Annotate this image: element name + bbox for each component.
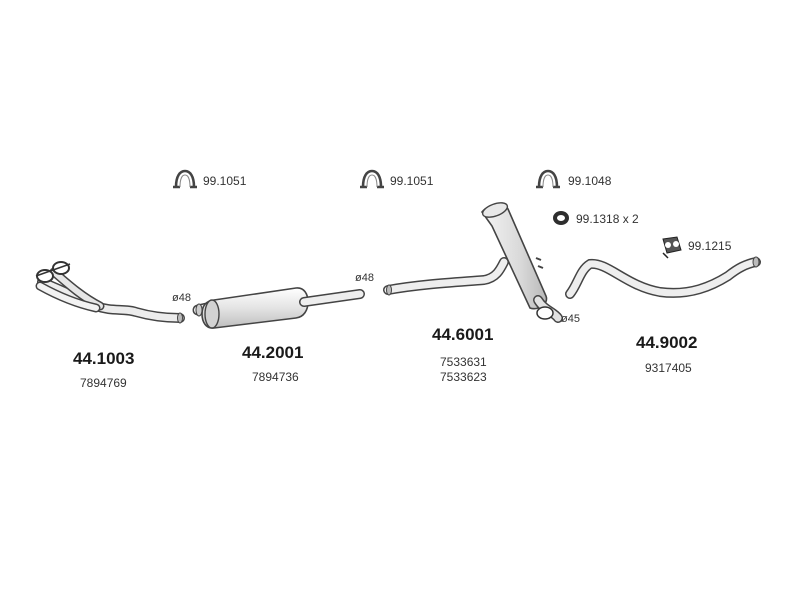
oe-number: 9317405: [645, 361, 692, 375]
front-pipe-drawing: [35, 261, 185, 324]
exhaust-clamp-icon: [536, 169, 560, 189]
oe-number: 7533631: [440, 355, 487, 369]
part-number: 44.9002: [636, 333, 698, 352]
accessory-code: 99.1048: [568, 174, 612, 188]
rubber-mount-icon: [662, 236, 682, 259]
accessory-code: 99.1051: [390, 174, 434, 188]
oe-number: 7533623: [440, 370, 487, 384]
rubber-ring-hanger-icon: [553, 211, 569, 225]
exhaust-clamp-icon: [173, 169, 197, 189]
pipe-diameter: ø48: [172, 292, 191, 304]
pipe-diameter: ø48: [355, 272, 374, 284]
oe-number: 7894769: [80, 376, 127, 390]
accessory-code: 99.1051: [203, 174, 247, 188]
part-number: 44.1003: [73, 349, 135, 368]
middle-silencer-drawing: [192, 287, 365, 329]
accessory-code: 99.1215: [688, 239, 732, 253]
rear-silencer-drawing: [383, 202, 563, 323]
exhaust-clamp-icon: [360, 169, 384, 189]
tail-pipe-drawing: [565, 256, 761, 299]
part-number: 44.2001: [242, 343, 304, 362]
part-number: 44.6001: [432, 325, 494, 344]
accessory-code: 99.1318 x 2: [576, 212, 639, 226]
pipe-diameter: ø45: [561, 313, 580, 325]
oe-number: 7894736: [252, 370, 299, 384]
